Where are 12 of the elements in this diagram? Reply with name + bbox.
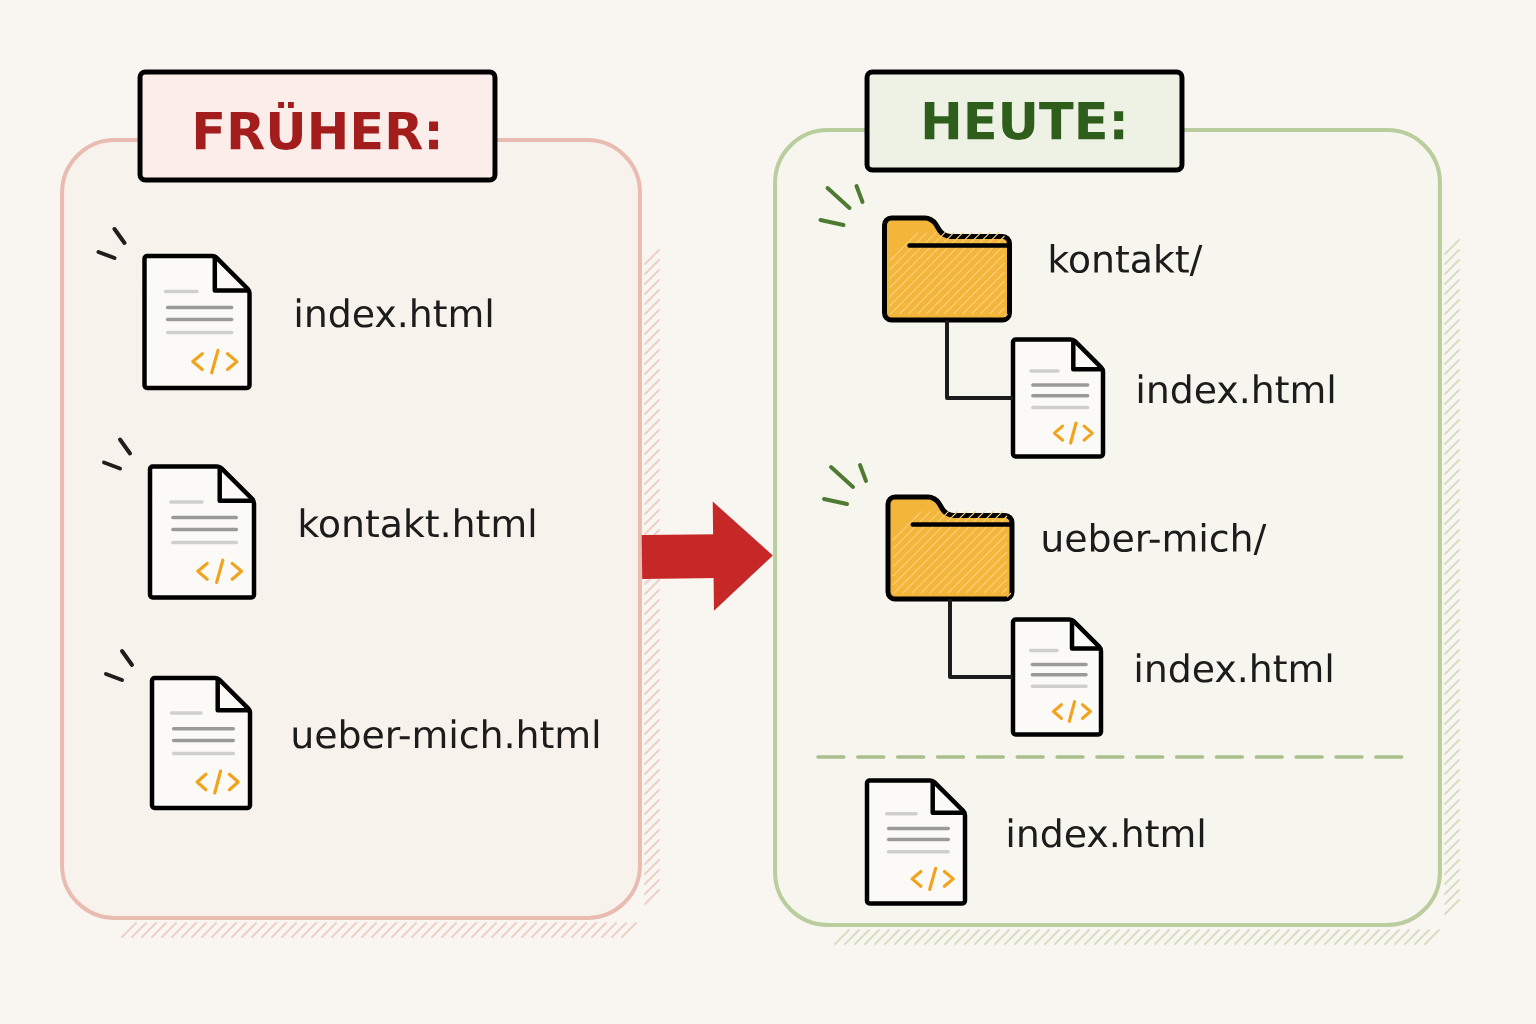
file-name: kontakt.html: [300, 508, 535, 538]
file-name: index.html: [1008, 818, 1204, 848]
folder-name: ueber-mich/: [1043, 522, 1267, 556]
file-name: index.html: [1136, 653, 1332, 683]
connector-line: [945, 320, 1013, 400]
heading-box: FRÜHER:: [137, 69, 498, 183]
connector-line: [948, 599, 1013, 679]
file-name: ueber-mich.html: [293, 719, 599, 749]
file-name: index.html: [296, 298, 492, 328]
folder-name: kontakt/: [1050, 243, 1203, 277]
file-name: index.html: [1138, 374, 1334, 404]
heading-box: HEUTE:: [864, 69, 1185, 173]
